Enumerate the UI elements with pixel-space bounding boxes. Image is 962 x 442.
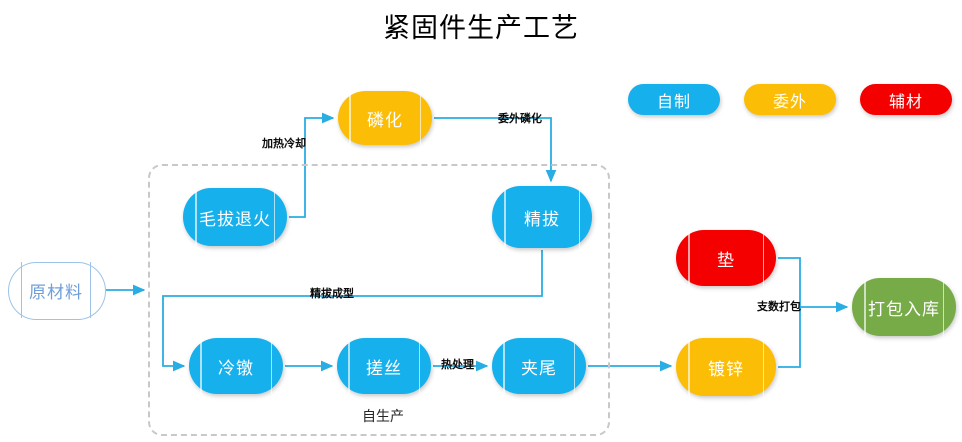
cylinder-right-edge — [762, 230, 764, 286]
cylinder-left-edge — [349, 91, 351, 145]
node-shape — [852, 278, 956, 336]
node-shape — [676, 338, 776, 396]
legend-label: 辅材 — [888, 91, 923, 111]
node-thread-rolling[interactable]: 搓丝 — [337, 338, 431, 394]
node-label: 冷镦 — [218, 358, 254, 379]
node-cold-heading[interactable]: 冷镦 — [189, 338, 283, 394]
cylinder-left-edge — [348, 338, 350, 394]
page-title: 紧固件生产工艺 — [383, 13, 579, 44]
cylinder-left-edge — [688, 230, 690, 286]
node-label: 垫 — [717, 250, 735, 271]
node-label: 毛拔退火 — [199, 209, 271, 230]
node-shape — [676, 230, 776, 286]
legend-label: 自制 — [656, 91, 691, 111]
node-galvanizing[interactable]: 镀锌 — [676, 338, 776, 396]
legend-item-outsourced[interactable]: 委外 — [744, 84, 836, 115]
group-self-production — [148, 164, 610, 436]
cylinder-right-edge — [419, 91, 421, 145]
cylinder-right-edge — [578, 186, 580, 248]
cylinder-left-edge — [21, 262, 22, 318]
node-label: 磷化 — [367, 110, 403, 131]
node-packing-warehouse[interactable]: 打包入库 — [852, 278, 956, 336]
node-tail-clamping[interactable]: 夹尾 — [492, 338, 586, 394]
cylinder-right-edge — [573, 338, 575, 394]
node-shape — [337, 338, 431, 394]
edge-label-outsourced-phosphating: 委外磷化 — [498, 112, 542, 125]
edge-galvanize-to-packing — [778, 307, 801, 368]
cylinder-left-edge — [503, 338, 505, 394]
cylinder-right-edge — [273, 188, 275, 246]
node-label: 打包入库 — [868, 299, 940, 320]
group-self-production-label: 自生产 — [362, 409, 404, 425]
cylinder-left-edge — [504, 186, 506, 248]
cylinder-left-edge — [864, 278, 866, 336]
node-shape — [492, 338, 586, 394]
cylinder-left-edge — [200, 338, 202, 394]
node-label: 夹尾 — [521, 358, 557, 379]
edge-label-heating-cooling: 加热冷却 — [262, 137, 306, 150]
cylinder-right-edge — [90, 262, 91, 318]
legend-item-auxiliary[interactable]: 辅材 — [860, 84, 952, 115]
node-shape — [183, 188, 287, 246]
cylinder-right-edge — [942, 278, 944, 336]
legend-label: 委外 — [772, 91, 807, 111]
cylinder-right-edge — [762, 338, 764, 396]
node-raw-material[interactable]: 原材料 — [8, 262, 106, 320]
edge-label-fine-draw-forming: 精拔成型 — [310, 287, 354, 300]
node-shape — [338, 91, 432, 145]
edge-label-count-packing: 支数打包 — [757, 300, 801, 313]
cylinder-left-edge — [688, 338, 690, 396]
node-label: 搓丝 — [366, 358, 402, 379]
node-rough-draw-anneal[interactable]: 毛拔退火 — [183, 188, 287, 246]
node-phosphating[interactable]: 磷化 — [338, 91, 432, 145]
cylinder-left-edge — [195, 188, 197, 246]
node-label: 镀锌 — [708, 359, 744, 380]
node-washer[interactable]: 垫 — [676, 230, 776, 286]
node-fine-drawing[interactable]: 精拔 — [492, 186, 592, 248]
cylinder-right-edge — [270, 338, 272, 394]
edge-label-heat-treatment: 热处理 — [441, 358, 474, 371]
node-shape — [8, 262, 106, 320]
cylinder-right-edge — [418, 338, 420, 394]
node-label: 原材料 — [29, 282, 83, 303]
node-shape — [189, 338, 283, 394]
node-shape — [492, 186, 592, 248]
legend-item-self-made[interactable]: 自制 — [628, 84, 720, 115]
node-label: 精拔 — [524, 209, 560, 230]
